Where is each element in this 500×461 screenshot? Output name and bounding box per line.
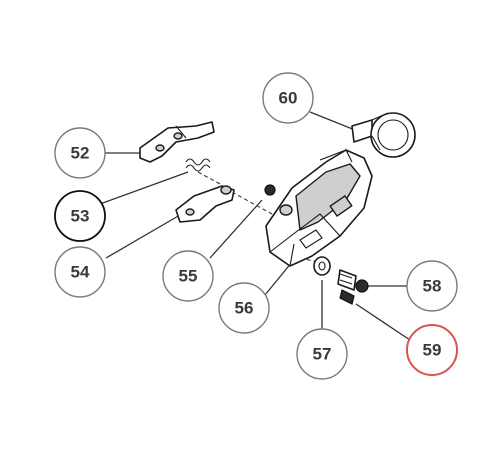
callout-label-56: 56	[235, 299, 254, 318]
leader-56	[264, 261, 293, 296]
callout-53: 53	[54, 190, 106, 242]
part-59-set-screw	[339, 289, 355, 305]
callout-58: 58	[406, 260, 458, 312]
assembly-axis-plate	[231, 191, 273, 215]
part-54-mounting-plate	[175, 185, 235, 223]
callout-label-52: 52	[71, 144, 90, 163]
part-57-washer	[313, 256, 331, 276]
callout-label-60: 60	[279, 89, 298, 108]
callout-60: 60	[262, 72, 314, 124]
callout-55: 55	[162, 250, 214, 302]
callout-label-58: 58	[423, 277, 442, 296]
callout-52: 52	[54, 127, 106, 179]
part-56-housing	[265, 149, 373, 267]
callout-label-57: 57	[313, 345, 332, 364]
leader-53	[99, 171, 189, 205]
callout-54: 54	[54, 246, 106, 298]
callout-label-54: 54	[71, 263, 90, 282]
part-60-clamp-ring	[351, 112, 416, 158]
assembly-axis-spring	[197, 171, 223, 186]
callout-56: 56	[218, 282, 270, 334]
part-53-spring	[185, 158, 211, 172]
callout-57: 57	[296, 328, 348, 380]
callout-label-55: 55	[179, 267, 198, 286]
part-58-screw	[337, 269, 369, 293]
part-52-bracket	[139, 121, 215, 163]
callouts: 60 52 53 54 55 56 57 58	[54, 72, 458, 380]
leader-55	[209, 199, 263, 259]
callout-59: 59	[406, 324, 458, 376]
part-55-ball	[264, 184, 276, 196]
leader-54	[105, 214, 181, 259]
leader-59	[355, 303, 411, 341]
callout-label-59: 59	[423, 341, 442, 360]
callout-label-53: 53	[71, 207, 90, 226]
